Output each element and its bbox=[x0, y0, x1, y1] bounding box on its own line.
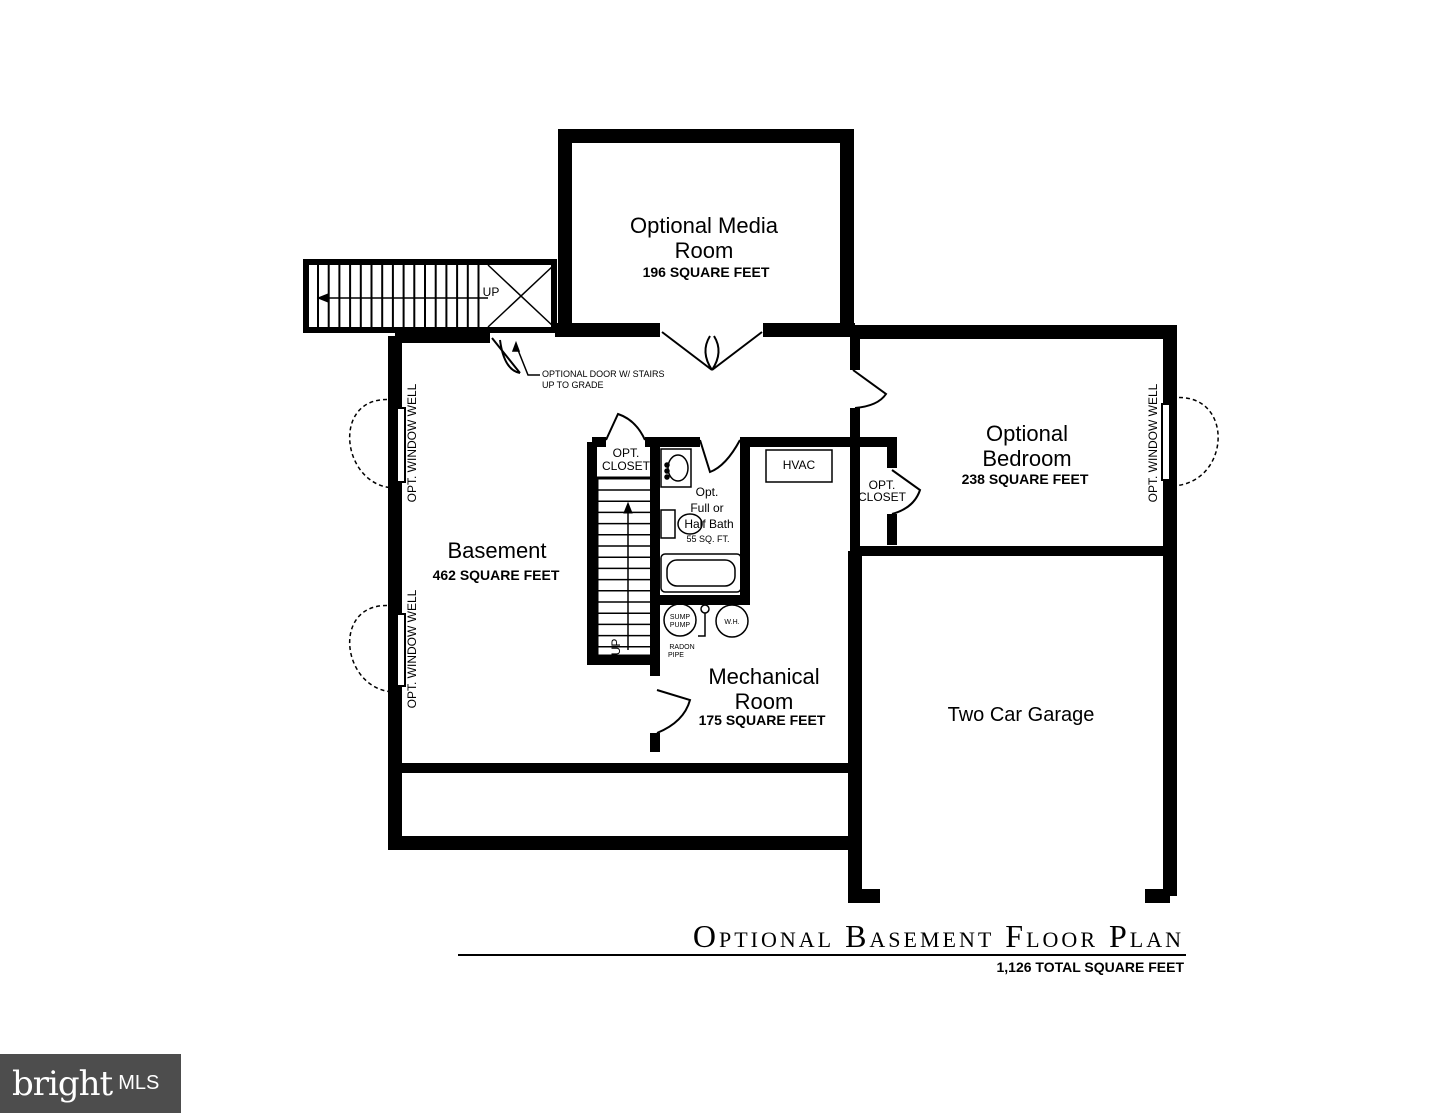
exterior-walls bbox=[388, 129, 1177, 903]
hvac-label: HVAC bbox=[783, 458, 816, 472]
closet-2-opt: OPT. bbox=[869, 478, 896, 492]
logo-brand: bright bbox=[12, 1063, 113, 1104]
bright-mls-logo: bright MLS bbox=[0, 1054, 181, 1113]
exterior-stair-up-label: UP bbox=[483, 285, 500, 299]
interior-stairs bbox=[595, 476, 654, 658]
closet-1-opt: OPT. bbox=[613, 446, 640, 460]
optional-door-arrow bbox=[511, 340, 540, 376]
exterior-stairs bbox=[303, 259, 557, 333]
media-room-name-2: Room bbox=[675, 238, 734, 263]
closet-1-word: CLOSET bbox=[602, 459, 651, 473]
sump-label-2: PUMP bbox=[670, 622, 691, 629]
bedroom-name-1: Optional bbox=[986, 421, 1068, 446]
mechanical-name-1: Mechanical bbox=[708, 664, 819, 689]
doors bbox=[491, 331, 922, 734]
radon-label-2: PIPE bbox=[668, 652, 684, 659]
bedroom-name-2: Bedroom bbox=[982, 446, 1071, 471]
media-room-area: 196 SQUARE FEET bbox=[643, 264, 770, 280]
window-wells bbox=[348, 396, 1219, 693]
media-room-name-1: Optional Media bbox=[630, 213, 779, 238]
total-square-feet: 1,126 TOTAL SQUARE FEET bbox=[997, 959, 1185, 975]
optional-door-note-1: OPTIONAL DOOR W/ STAIRS bbox=[542, 369, 665, 379]
mechanical-area: 175 SQUARE FEET bbox=[699, 712, 826, 728]
window-well-label-1: OPT. WINDOW WELL bbox=[405, 383, 419, 502]
window-well-label-3: OPT. WINDOW WELL bbox=[1146, 383, 1160, 502]
bath-name-2: Full or bbox=[690, 501, 723, 515]
bath-name-3: Half Bath bbox=[684, 517, 733, 531]
mechanical-fixtures bbox=[663, 449, 833, 638]
sump-label-1: SUMP bbox=[670, 614, 691, 621]
basement-area: 462 SQUARE FEET bbox=[433, 567, 560, 583]
plan-title: Optional Basement Floor Plan bbox=[693, 918, 1184, 954]
bath-area: 55 SQ. FT. bbox=[686, 534, 729, 544]
window-well-label-2: OPT. WINDOW WELL bbox=[405, 589, 419, 708]
bath-fixtures bbox=[660, 448, 742, 593]
optional-door-note-2: UP TO GRADE bbox=[542, 380, 604, 390]
garage-name: Two Car Garage bbox=[948, 704, 1095, 726]
interior-walls bbox=[395, 336, 1170, 773]
interior-stair-up-label: UP bbox=[609, 639, 623, 656]
water-heater-label: W.H. bbox=[724, 619, 739, 626]
radon-label-1: RADON bbox=[669, 644, 694, 651]
logo-suffix: MLS bbox=[118, 1072, 160, 1094]
mechanical-name-2: Room bbox=[735, 689, 794, 714]
bath-name-1: Opt. bbox=[696, 485, 719, 499]
closet-2-word: CLOSET bbox=[858, 490, 907, 504]
bedroom-area: 238 SQUARE FEET bbox=[962, 471, 1089, 487]
basement-name: Basement bbox=[447, 538, 546, 563]
